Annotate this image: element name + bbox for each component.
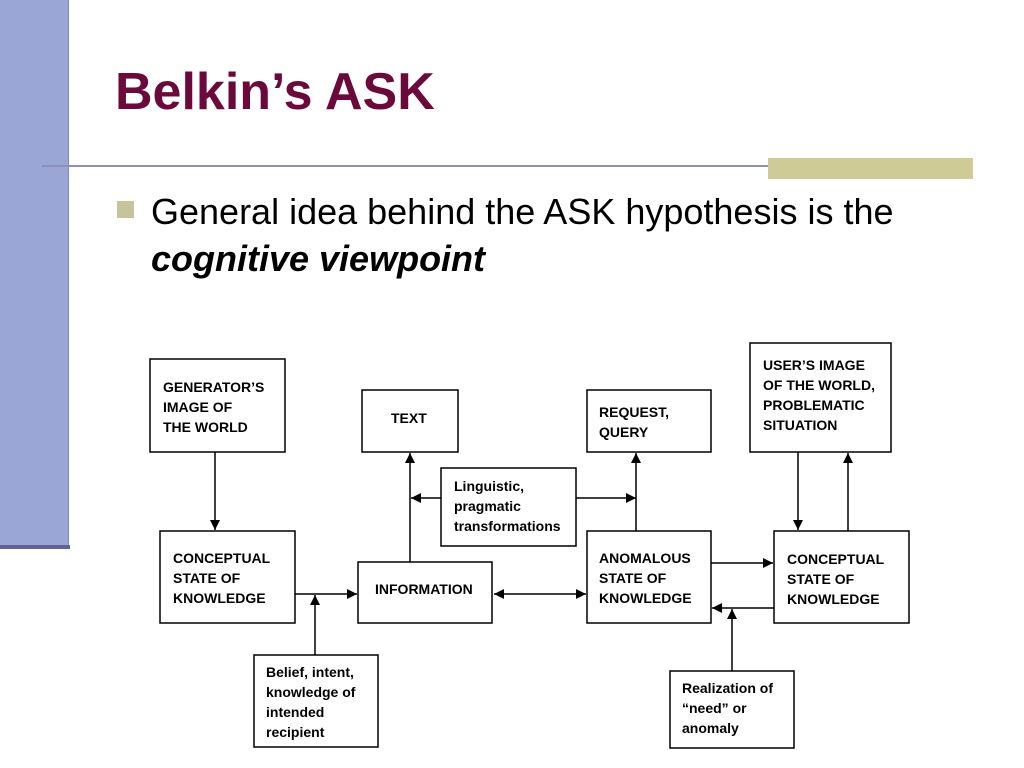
side-decor-bar [0,0,69,547]
box-belief: Belief, intent, knowledge of intended re… [253,654,379,748]
title-divider-accent [768,158,973,179]
belief-line-4: recipient [266,724,325,740]
box-conceptual-left: CONCEPTUAL STATE OF KNOWLEDGE [159,530,296,624]
box-information: INFORMATION [357,561,493,624]
title-divider [42,165,972,167]
realization-line-2: “need” or [682,700,747,716]
box-request-query: REQUEST, QUERY [586,389,712,453]
diagram-arrows [210,452,853,671]
box-text: TEXT [361,389,459,453]
text-box-label: TEXT [391,410,427,426]
users-line-2: OF THE WORLD, [763,377,875,393]
box-anomalous: ANOMALOUS STATE OF KNOWLEDGE [586,530,712,624]
generator-line-1: GENERATOR’S [163,379,264,395]
information-label: INFORMATION [375,581,473,597]
generator-line-2: IMAGE OF [163,399,233,415]
bullet-square-icon [117,201,134,218]
linguistic-line-2: pragmatic [454,498,521,514]
conceptual-right-line-2: STATE OF [787,571,855,587]
box-conceptual-right: CONCEPTUAL STATE OF KNOWLEDGE [773,530,910,624]
slide-title: Belkin’s ASK [115,63,435,121]
anomalous-line-1: ANOMALOUS [599,550,691,566]
box-linguistic: Linguistic, pragmatic transformations [440,467,577,547]
belief-line-2: knowledge of [266,684,356,700]
conceptual-right-line-1: CONCEPTUAL [787,551,885,567]
linguistic-line-1: Linguistic, [454,478,524,494]
generator-line-3: THE WORLD [163,419,248,435]
belief-line-1: Belief, intent, [266,664,354,680]
users-line-3: PROBLEMATIC [763,397,865,413]
request-line-2: QUERY [599,424,649,440]
request-line-1: REQUEST, [599,404,669,420]
conceptual-left-line-2: STATE OF [173,570,241,586]
anomalous-line-3: KNOWLEDGE [599,590,692,606]
conceptual-left-line-3: KNOWLEDGE [173,590,266,606]
bullet-text: General idea behind the ASK hypothesis i… [151,191,894,232]
box-generator-image: GENERATOR’S IMAGE OF THE WORLD [149,358,286,453]
users-line-4: SITUATION [763,417,837,433]
conceptual-right-line-3: KNOWLEDGE [787,591,880,607]
bullet-emphasis: cognitive viewpoint [151,238,486,279]
box-users-image: USER’S IMAGE OF THE WORLD, PROBLEMATIC S… [749,342,892,453]
bullet-point: General idea behind the ASK hypothesis i… [151,188,971,282]
linguistic-line-3: transformations [454,518,561,534]
conceptual-left-line-1: CONCEPTUAL [173,550,271,566]
box-realization: Realization of “need” or anomaly [669,670,795,749]
anomalous-line-2: STATE OF [599,570,667,586]
belief-line-3: intended [266,704,324,720]
users-line-1: USER’S IMAGE [763,357,865,373]
realization-line-1: Realization of [682,680,773,696]
realization-line-3: anomaly [682,720,739,736]
side-decor-shadow [0,545,70,549]
